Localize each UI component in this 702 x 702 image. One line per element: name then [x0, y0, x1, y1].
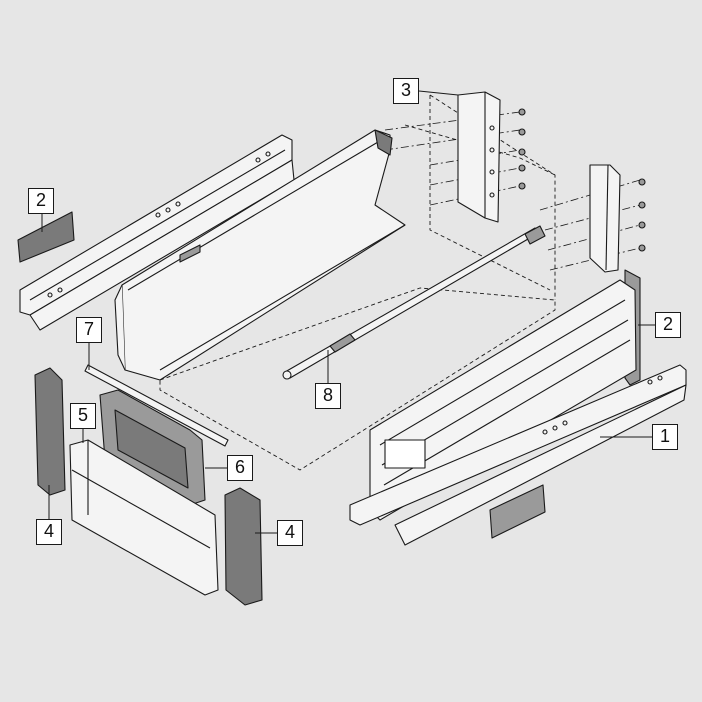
right-side-panel	[369, 279, 637, 521]
right-runner	[349, 364, 687, 546]
label-part-6: 6	[227, 455, 253, 481]
label-part-2-left: 2	[28, 188, 54, 214]
part-4-left-cap	[34, 367, 66, 496]
part-4-right-cap	[224, 487, 263, 606]
label-part-3: 3	[393, 78, 419, 104]
label-part-7: 7	[76, 317, 102, 343]
label-part-4-right: 4	[277, 520, 303, 546]
screws-set-1	[518, 108, 526, 190]
part-3-rear-bracket	[457, 91, 501, 223]
label-part-2-right: 2	[655, 312, 681, 338]
label-part-8: 8	[315, 383, 341, 409]
part-8-cross-rail	[282, 225, 546, 380]
label-part-1: 1	[652, 424, 678, 450]
right-rear-bracket	[589, 164, 621, 273]
label-part-5: 5	[70, 403, 96, 429]
part-5-front-panel	[69, 439, 219, 596]
left-side-panel	[114, 129, 406, 381]
left-runner	[19, 134, 295, 331]
cover-plate	[489, 484, 546, 539]
leader-lines	[41, 90, 655, 534]
part-2-left-plate	[17, 211, 75, 263]
label-part-4-left: 4	[36, 519, 62, 545]
screws-set-2	[638, 178, 646, 252]
part-7-rod	[84, 364, 229, 447]
